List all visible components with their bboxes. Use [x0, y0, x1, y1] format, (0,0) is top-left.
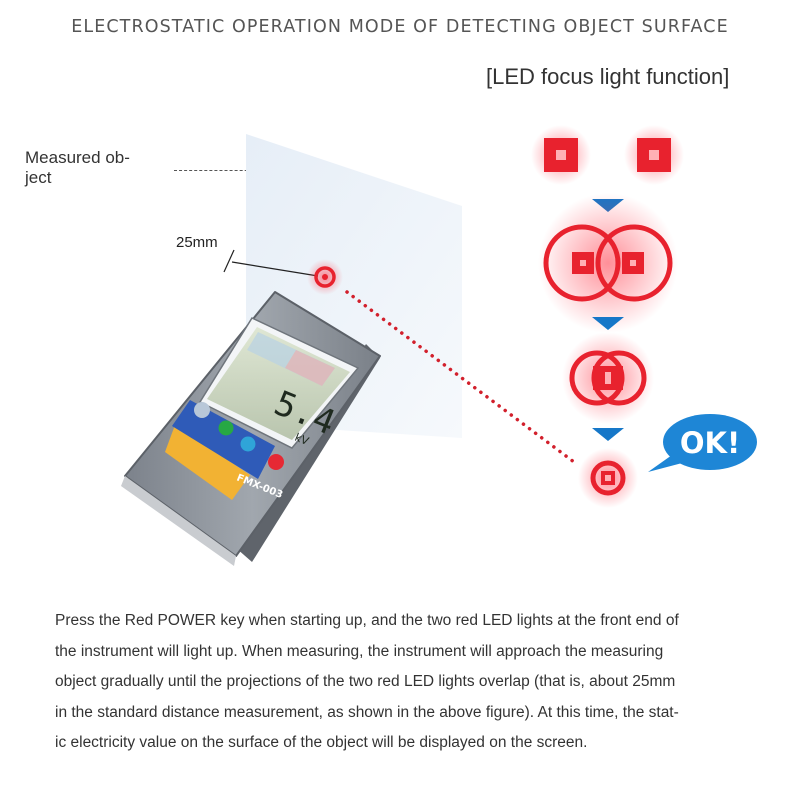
- led-function-title: [LED focus light function]: [486, 64, 730, 89]
- led-beam-dots: [345, 290, 580, 467]
- description-line: Press the Red POWER key when starting up…: [55, 612, 679, 629]
- meter-bottom-edge: [121, 476, 236, 566]
- power-button-icon: [268, 454, 284, 470]
- led-ring-right: [595, 224, 673, 302]
- meter-lcd: [207, 327, 350, 440]
- led-square-left-2-center: [580, 260, 586, 266]
- hold-button-icon: [218, 420, 234, 436]
- dimension-line: [231, 261, 319, 277]
- description-paragraph: Press the Red POWER key when starting up…: [55, 606, 745, 759]
- led-square-4-center: [605, 475, 611, 481]
- dimension-tick: [223, 249, 235, 273]
- speech-bubble-icon: OK!: [648, 414, 757, 472]
- meter-blue-panel: [172, 400, 275, 479]
- meter-unit: kV: [293, 431, 311, 448]
- measured-object-label-line2: ject: [25, 168, 52, 187]
- led-ring-left: [543, 224, 621, 302]
- page-title: ELECTROSTATIC OPERATION MODE OF DETECTIN…: [71, 17, 729, 37]
- led-state-separate: [531, 125, 684, 185]
- ok-callout-text: OK!: [680, 426, 740, 460]
- led-state-approaching: [538, 193, 678, 333]
- projected-led-ring: [314, 266, 336, 288]
- description-line: the instrument will light up. When measu…: [55, 642, 664, 660]
- meter-yellow-panel: [165, 425, 250, 500]
- label-leader-line: [174, 170, 278, 171]
- distance-label: 25mm: [176, 234, 218, 251]
- measured-object-label: Measured ob- ject: [25, 148, 157, 188]
- electrostatic-meter: 5.4 kV FMX-003: [121, 291, 381, 566]
- led-square-right-2-center: [630, 260, 636, 266]
- led-state-focused: [578, 448, 638, 508]
- led-state-near: [562, 332, 654, 424]
- meter-bargraph-red: [285, 350, 335, 386]
- description-line: ic electricity value on the surface of t…: [55, 734, 588, 751]
- down-arrow-icon: [592, 317, 624, 330]
- projected-led-center: [322, 274, 328, 280]
- led-square-left-center: [556, 150, 566, 160]
- illustration: 5.4 kV FMX-003: [121, 125, 757, 566]
- led-square-3-center: [605, 372, 611, 384]
- zero-button-icon: [194, 402, 210, 418]
- down-arrow-icon: [592, 428, 624, 441]
- led-ring-4: [590, 460, 626, 496]
- speech-bubble-body: [663, 414, 757, 470]
- description-line: object gradually until the projections o…: [55, 673, 676, 690]
- speech-bubble-tail: [648, 455, 686, 472]
- description-line: in the standard distance measurement, as…: [55, 703, 679, 721]
- led-square-right-center: [649, 150, 659, 160]
- led-glow-2: [538, 193, 678, 333]
- measured-object-label-line1: Measured ob-: [25, 148, 130, 167]
- light-button-icon: [240, 436, 256, 452]
